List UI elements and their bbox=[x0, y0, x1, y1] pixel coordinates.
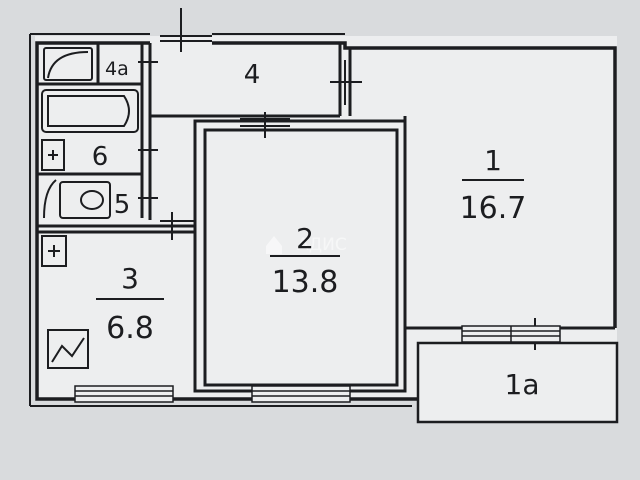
windows bbox=[74, 325, 561, 403]
room-4-number: 4 bbox=[244, 60, 261, 90]
room-2-number: 2 bbox=[296, 222, 314, 255]
room-5-number: 5 bbox=[114, 190, 131, 220]
kitchen-sink-icon bbox=[41, 235, 67, 267]
stove-icon bbox=[47, 329, 89, 369]
room-3-area: 6.8 bbox=[106, 311, 154, 346]
outer-walls bbox=[29, 33, 617, 407]
room-1a-number: 1a bbox=[505, 368, 540, 401]
bathtub-icon bbox=[41, 89, 139, 133]
watermark-logo-icon bbox=[266, 236, 282, 254]
room-3-number: 3 bbox=[121, 262, 139, 295]
room-1-area: 16.7 bbox=[460, 191, 527, 226]
balcony-floor bbox=[418, 343, 617, 422]
room-1-number: 1 bbox=[484, 144, 502, 177]
door-marks bbox=[138, 8, 536, 350]
wardrobe-icon bbox=[43, 47, 93, 81]
sink-icon bbox=[41, 139, 65, 171]
toilet-icon bbox=[43, 179, 111, 219]
watermark: АДИС bbox=[266, 235, 347, 255]
room-6-number: 6 bbox=[92, 142, 109, 172]
room-2-area: 13.8 bbox=[272, 265, 339, 300]
watermark-text: АДИС bbox=[297, 235, 347, 255]
room-4a-number: 4a bbox=[105, 58, 129, 80]
